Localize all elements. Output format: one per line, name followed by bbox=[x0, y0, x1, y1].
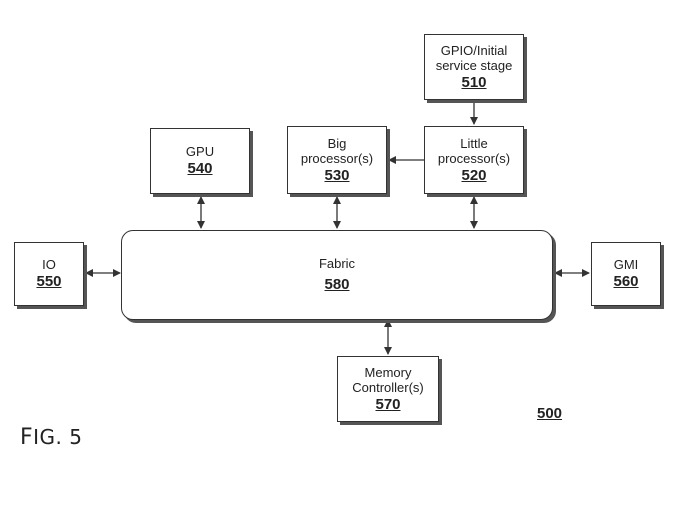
block-label: IO bbox=[42, 257, 56, 272]
block-ref: 510 bbox=[461, 73, 487, 91]
block-label: GPU bbox=[185, 144, 215, 159]
figure-label: FIG. 5 bbox=[20, 425, 83, 450]
block-ref: 550 bbox=[36, 273, 62, 290]
gpu-block: GPU 540 bbox=[150, 128, 250, 194]
gmi-block: GMI 560 bbox=[591, 242, 661, 306]
block-label: Little processor(s) bbox=[437, 135, 511, 166]
block-label: Memory Controller(s) bbox=[352, 364, 424, 395]
memory-controller-block: Memory Controller(s) 570 bbox=[337, 356, 439, 422]
figure-label-initial: F bbox=[20, 425, 34, 450]
block-label: GMI bbox=[613, 257, 639, 272]
block-label: Fabric bbox=[318, 256, 356, 271]
io-block: IO 550 bbox=[14, 242, 84, 306]
fabric-block: Fabric 580 bbox=[121, 230, 553, 320]
block-ref: 570 bbox=[375, 395, 401, 413]
little-processor-block: Little processor(s) 520 bbox=[424, 126, 524, 194]
block-ref: 530 bbox=[324, 166, 350, 184]
block-ref: 560 bbox=[613, 273, 639, 290]
block-ref: 580 bbox=[324, 276, 350, 293]
figure-reference-number: 500 bbox=[537, 405, 563, 422]
block-label: GPIO/Initial service stage bbox=[435, 42, 513, 73]
gpio-initial-service-stage-block: GPIO/Initial service stage 510 bbox=[424, 34, 524, 100]
big-processor-block: Big processor(s) 530 bbox=[287, 126, 387, 194]
block-label: Big processor(s) bbox=[300, 135, 374, 166]
figure-label-rest: IG. 5 bbox=[33, 425, 83, 449]
block-ref: 540 bbox=[187, 160, 213, 177]
block-ref: 520 bbox=[461, 166, 487, 184]
